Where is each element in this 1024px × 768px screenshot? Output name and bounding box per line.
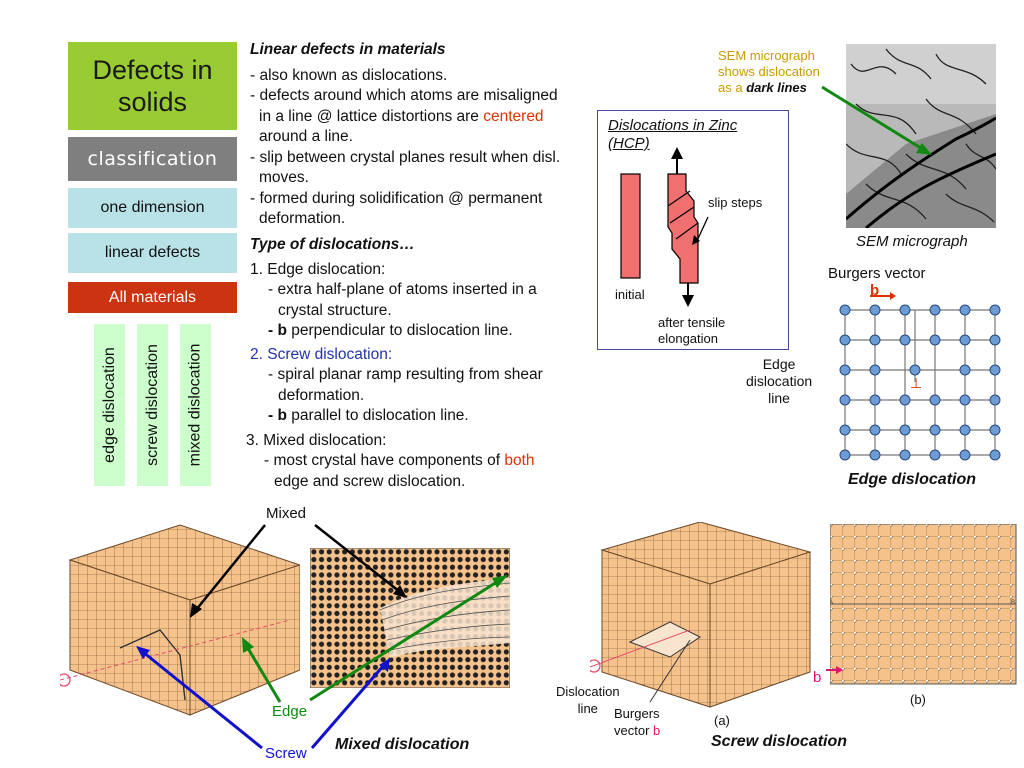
text-line: - spiral planar ramp resulting from shea… [268, 366, 543, 383]
text-line: - most crystal have components of both [264, 452, 535, 469]
burgers-b-label: b [870, 282, 880, 299]
text-line: - formed during solidification @ permane… [250, 190, 543, 207]
mixed-label: Mixed [266, 505, 307, 522]
sem-micrograph-image [846, 44, 996, 228]
text-line: edge and screw dislocation. [274, 473, 466, 490]
panel-a-label: (a) [714, 713, 730, 728]
svg-text:B: B [1011, 600, 1015, 606]
text-line: - defects around which atoms are misalig… [250, 87, 558, 104]
text-line: in a line @ lattice distortions are cent… [259, 108, 544, 125]
text-line: - extra half-plane of atoms inserted in … [268, 281, 537, 298]
mixed-dislocation-cube [60, 524, 300, 716]
svg-text:A: A [830, 600, 833, 606]
screw-arrow-label: Screw [265, 745, 307, 762]
types-heading: Type of dislocations… [250, 236, 415, 253]
one-dimension-label: one dimension [68, 188, 237, 228]
text-line: around a line. [259, 128, 353, 145]
edge-arrow-label: Edge [272, 703, 308, 720]
mixed-title: 3. Mixed dislocation: [246, 432, 387, 449]
screw-dislocation-tag: screw dislocation [137, 324, 168, 486]
section-heading: Linear defects in materials [250, 41, 446, 58]
edge-title: 1. Edge dislocation: [250, 261, 386, 278]
edge-dislocation-caption: Edge dislocation [848, 471, 977, 488]
text-line: - slip between crystal planes result whe… [250, 149, 561, 166]
text-line: - b perpendicular to dislocation line. [268, 322, 513, 339]
edge-dislocation-lattice: ⊥ [839, 292, 1001, 461]
slip-steps-label: slip steps [708, 195, 763, 210]
text-line: - b parallel to dislocation line. [268, 407, 469, 424]
zinc-dislocation-figure: Dislocations in Zinc(HCP) slip steps ini… [597, 110, 789, 350]
mixed-dislocation-tag: mixed dislocation [180, 324, 211, 486]
mixed-dislocation-caption: Mixed dislocation [335, 736, 470, 753]
zinc-crystal-diagram [620, 147, 709, 307]
classification-label: classification [68, 137, 237, 181]
slide-title: Defects in solids [68, 42, 237, 130]
text-line: deformation. [278, 387, 365, 404]
svg-text:⊥: ⊥ [910, 375, 922, 391]
screw-title: 2. Screw dislocation: [250, 346, 393, 363]
all-materials-label: All materials [68, 282, 237, 313]
initial-label: initial [615, 287, 645, 302]
sem-caption: SEM micrograph [856, 233, 968, 250]
text-line: moves. [259, 169, 309, 186]
edge-dislocation-tag: edge dislocation [94, 324, 125, 486]
mixed-dislocation-lattice [310, 548, 510, 688]
text-line: - also known as dislocations. [250, 67, 448, 84]
screw-dislocation-cube [590, 522, 812, 708]
screw-b-label: b [813, 669, 822, 686]
text-line: deformation. [259, 210, 346, 227]
panel-b-label: (b) [910, 692, 926, 707]
zinc-title: Dislocations in Zinc(HCP) [608, 117, 738, 152]
linear-defects-label: linear defects [68, 233, 237, 273]
text-line: crystal structure. [278, 302, 392, 319]
burgers-vector-label: Burgers vector [828, 265, 926, 282]
screw-dislocation-caption: Screw dislocation [711, 733, 848, 750]
screw-dislocation-lattice: A B [830, 524, 1017, 685]
